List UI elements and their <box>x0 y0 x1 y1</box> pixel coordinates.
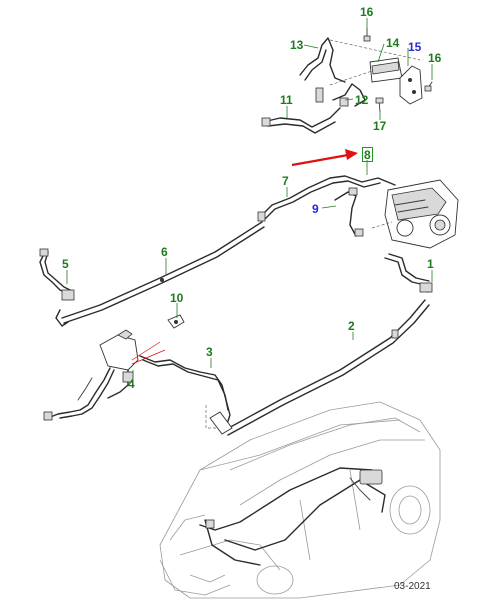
callout-14: 14 <box>386 36 400 50</box>
hose-5 <box>39 248 75 327</box>
callout-1: 1 <box>427 257 434 271</box>
drive-unit-assembly <box>371 179 459 249</box>
callout-11: 11 <box>280 93 293 107</box>
vehicle-outline <box>159 401 441 599</box>
hose-6 <box>61 221 265 324</box>
callout-16-right: 16 <box>428 51 442 65</box>
leader-lines <box>66 18 433 378</box>
callout-8-highlight-box <box>362 147 373 162</box>
date-stamp: 03-2021 <box>394 581 431 592</box>
callout-9: 9 <box>312 202 319 216</box>
callout-3: 3 <box>206 345 213 359</box>
vehicle-hose-routing <box>199 467 386 566</box>
callout-labels: 1 2 3 4 5 6 7 8 9 10 11 12 13 14 15 16 1… <box>62 5 442 391</box>
callout-7: 7 <box>282 174 289 188</box>
callout-6: 6 <box>161 245 168 259</box>
motor-hoses <box>329 175 396 237</box>
hose-2 <box>224 299 430 436</box>
hose-3 <box>139 355 233 435</box>
callout-13: 13 <box>290 38 304 52</box>
coolant-reservoir-assembly <box>43 329 139 421</box>
callout-15: 15 <box>408 40 422 54</box>
hose-7 <box>257 177 334 222</box>
red-reference-lines <box>131 341 166 365</box>
highlight-arrow <box>291 149 358 167</box>
callout-10: 10 <box>170 291 184 305</box>
top-parts-cluster <box>261 27 433 134</box>
callout-4: 4 <box>128 377 135 391</box>
callout-8: 8 <box>364 148 371 162</box>
clip-10 <box>167 314 185 329</box>
callout-12: 12 <box>355 93 369 107</box>
callout-2: 2 <box>348 319 355 333</box>
callout-5: 5 <box>62 257 69 271</box>
hose-1 <box>384 253 433 293</box>
callout-17: 17 <box>373 119 387 133</box>
callout-16-top: 16 <box>360 5 374 19</box>
